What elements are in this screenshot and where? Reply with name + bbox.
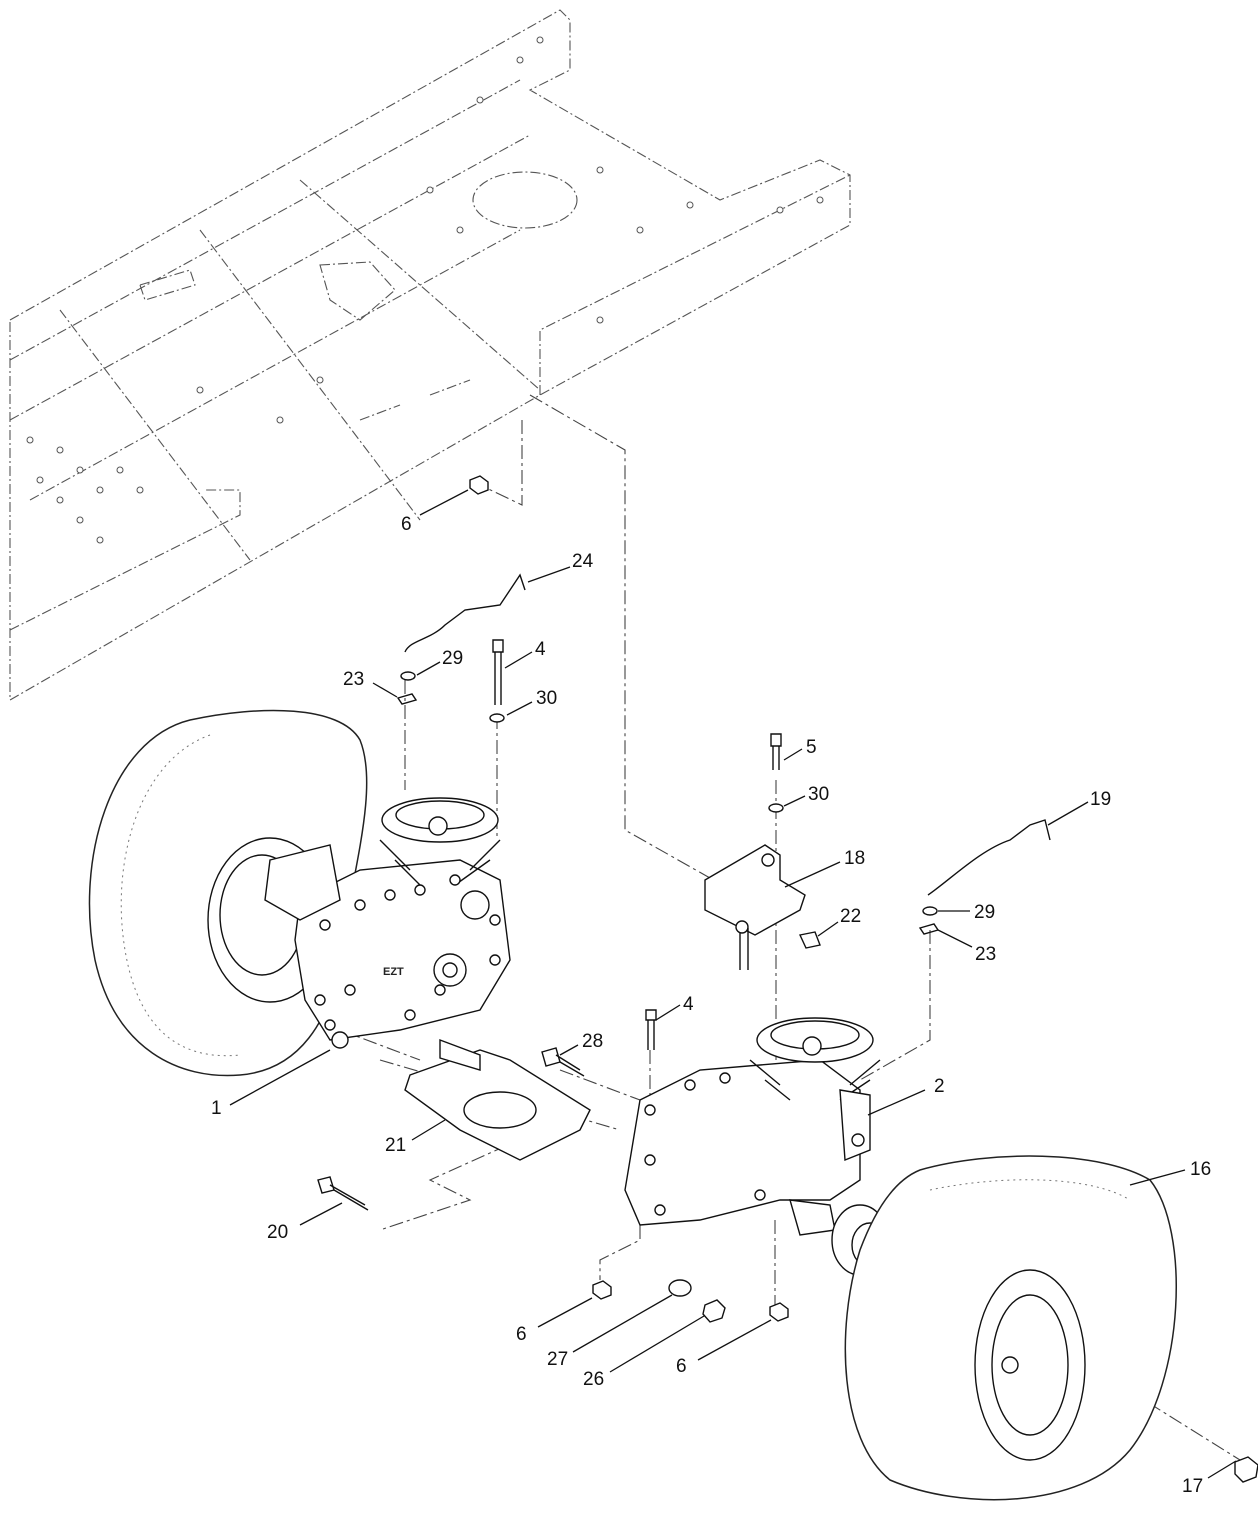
callout-6-bottom: 6: [516, 1324, 527, 1345]
callout-20: 20: [267, 1222, 288, 1243]
callout-21: 21: [385, 1135, 406, 1156]
right-transmission: [624, 1017, 889, 1276]
callout-27: 27: [547, 1349, 568, 1370]
right-tire: [844, 1155, 1177, 1501]
callout-22: 22: [840, 906, 861, 927]
callout-18: 18: [844, 848, 865, 869]
bracket-18: [704, 844, 806, 970]
callout-24: 24: [572, 551, 594, 572]
callout-4-right: 4: [683, 994, 694, 1015]
callout-6-right: 6: [676, 1356, 687, 1377]
callout-labels: 6 24 4 29 23 30 5 30 19 18 29 22 23 4 28…: [211, 514, 1211, 1497]
mower-frame-phantom: [9, 9, 851, 701]
right-transmission-bolts: [644, 1072, 766, 1216]
callout-19: 19: [1090, 789, 1111, 810]
transmission-marking: EZT: [383, 966, 404, 978]
callout-2: 2: [934, 1076, 945, 1097]
callout-30-left: 30: [536, 688, 557, 709]
callout-30-right: 30: [808, 784, 829, 805]
callout-1: 1: [211, 1098, 222, 1119]
frame-holes: [26, 36, 824, 544]
callout-17: 17: [1182, 1476, 1203, 1497]
callout-23-left: 23: [343, 669, 364, 690]
callout-29-left: 29: [442, 648, 463, 669]
callout-4-left: 4: [535, 639, 546, 660]
callout-16: 16: [1190, 1159, 1211, 1180]
callout-5: 5: [806, 737, 817, 758]
callout-23-right: 23: [975, 944, 996, 965]
callout-26: 26: [583, 1369, 604, 1390]
callout-29-right: 29: [974, 902, 995, 923]
mount-bracket-21: [404, 1038, 591, 1161]
left-transmission-bolts: [314, 874, 501, 1031]
hardware: [317, 475, 1258, 1483]
callout-6-top: 6: [401, 514, 412, 535]
leader-lines: [229, 489, 1237, 1479]
callout-28: 28: [582, 1031, 603, 1052]
